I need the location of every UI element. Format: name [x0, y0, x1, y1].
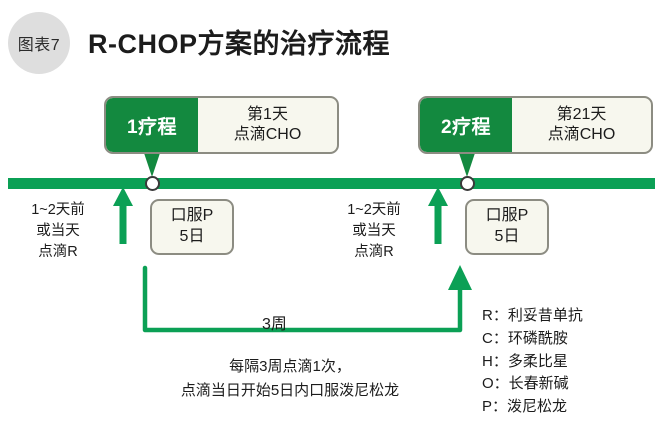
course-2-drug: 点滴CHO [547, 126, 616, 143]
legend-item-o: O：长春新碱 [482, 373, 583, 396]
course-2-body: 第21天 点滴CHO [512, 98, 651, 152]
legend-item-c-key: C： [482, 329, 508, 347]
pre-dose-note-2-line-3: 点滴R [354, 244, 394, 261]
course-1-callout-tail [144, 153, 160, 177]
figure-title: R-CHOP方案的治疗流程 [88, 29, 390, 59]
oral-prednisolone-box-1: 口服P 5日 [150, 199, 234, 255]
legend-item-c-value: 环磷酰胺 [507, 329, 568, 347]
oral-prednisolone-box-2: 口服P 5日 [465, 199, 549, 255]
pre-dose-note-1: 1~2天前 或当天 点滴R [6, 200, 110, 263]
figure-number-badge: 图表7 [8, 12, 70, 74]
legend-item-r-key: R： [482, 307, 508, 324]
course-1-callout: 1疗程 第1天 点滴CHO [104, 96, 339, 154]
three-week-interval-bracket [142, 265, 472, 333]
oral-prednisolone-box-2-line-1: 口服P [485, 207, 529, 225]
oral-prednisolone-box-2-line-2: 5日 [494, 228, 520, 245]
timeline-node-course-2 [460, 176, 475, 191]
oral-prednisolone-box-1-line-1: 口服P [170, 207, 214, 225]
figure-caption-line-1: 每隔3周点滴1次， [229, 358, 351, 375]
legend-item-p: P：泼尼松龙 [482, 396, 583, 419]
course-2-callout: 2疗程 第21天 点滴CHO [418, 96, 653, 154]
interval-label: 3周 [262, 316, 287, 333]
legend-item-p-key: P： [482, 398, 508, 416]
course-1-drug: 点滴CHO [233, 126, 302, 143]
legend-item-h-value: 多柔比星 [507, 352, 568, 370]
pre-dose-note-1-line-1: 1~2天前 [31, 202, 85, 218]
course-2-tab-label: 2疗程 [420, 98, 512, 152]
legend-item-r-value: 利妥昔单抗 [507, 307, 583, 324]
pre-dose-note-2-line-1: 1~2天前 [347, 202, 401, 218]
course-1-tab-label: 1疗程 [106, 98, 198, 152]
drug-abbreviation-legend: R：利妥昔单抗 C：环磷酰胺 H：多柔比星 O：长春新碱 P：泼尼松龙 [482, 305, 583, 419]
course-1-body: 第1天 点滴CHO [198, 98, 337, 152]
course-2-day: 第21天 [556, 106, 607, 123]
figure-caption: 每隔3周点滴1次， 点滴当日开始5日内口服泼尼松龙 [120, 355, 460, 403]
pre-dose-note-2: 1~2天前 或当天 点滴R [322, 200, 426, 263]
pre-dose-note-1-line-3: 点滴R [38, 244, 78, 261]
course-1-day: 第1天 [247, 106, 288, 123]
legend-item-h: H：多柔比星 [482, 351, 583, 374]
oral-prednisolone-box-1-line-2: 5日 [179, 228, 205, 245]
rituximab-arrow-2 [428, 187, 448, 244]
timeline-node-course-1 [145, 176, 160, 191]
legend-item-p-value: 泼尼松龙 [507, 398, 568, 416]
pre-dose-note-2-line-2: 或当天 [352, 223, 396, 240]
treatment-timeline-bar [8, 178, 655, 189]
legend-item-r: R：利妥昔单抗 [482, 305, 583, 328]
figure-caption-line-2: 点滴当日开始5日内口服泼尼松龙 [180, 382, 400, 399]
legend-item-c: C：环磷酰胺 [482, 328, 583, 351]
legend-item-o-key: O： [482, 375, 509, 393]
pre-dose-note-1-line-2: 或当天 [36, 223, 80, 240]
rituximab-arrow-1 [113, 187, 133, 244]
legend-item-h-key: H： [482, 352, 508, 370]
legend-item-o-value: 长春新碱 [508, 375, 569, 393]
course-2-callout-tail [459, 153, 475, 177]
